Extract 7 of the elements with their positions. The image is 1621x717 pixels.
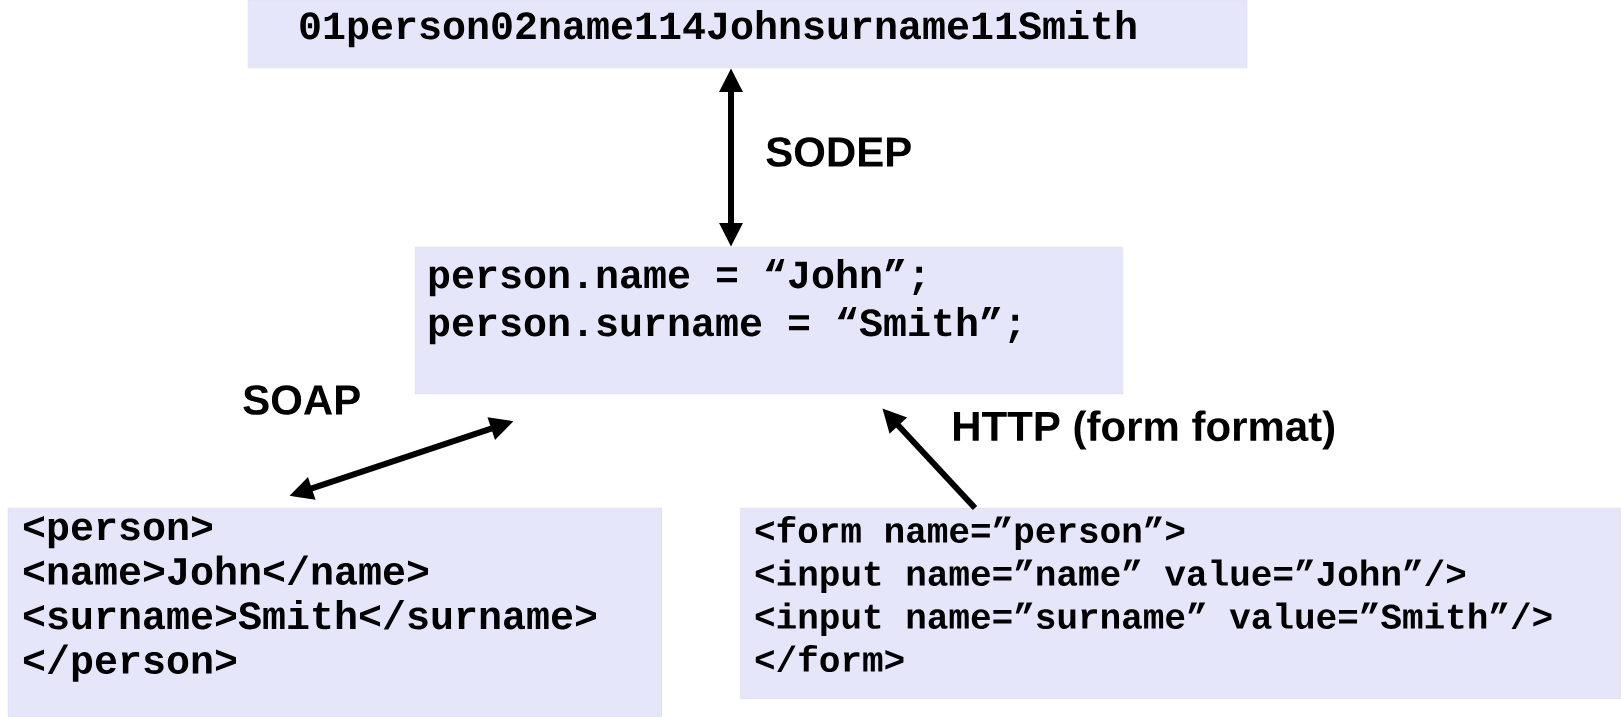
code-box: person.name = “John”; person.surname = “Smith”;	[414, 246, 1124, 395]
code-box: <form name=”person”> <input name=”name” value=”John”/> <input name=”surname” value=”Smith”/> </form>	[739, 507, 1621, 700]
edge-label: SODEP	[763, 135, 915, 169]
code-box: <person> <name>John</name> <surname>Smith</surname> </person>	[7, 507, 663, 717]
edge-label: SOAP	[240, 383, 364, 417]
code-box: 01person02name114Johnsurname11Smith	[247, 0, 1248, 69]
edge-label: HTTP (form format)	[949, 408, 1339, 452]
